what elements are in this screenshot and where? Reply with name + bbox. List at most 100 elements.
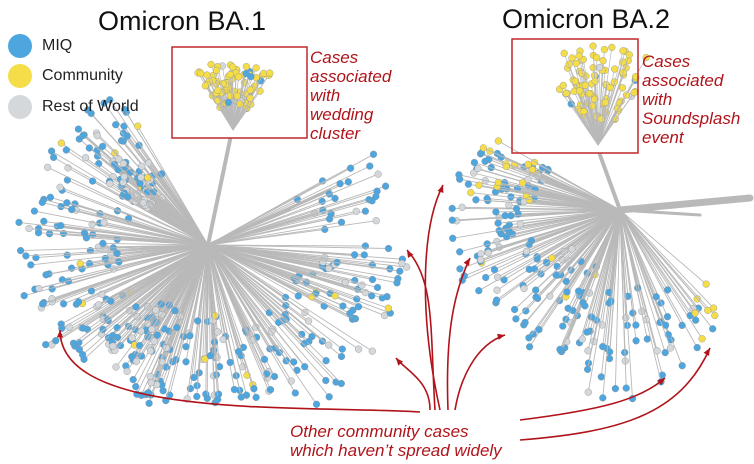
tip-node — [87, 109, 95, 118]
tree-branch — [587, 209, 621, 351]
arrow-head — [657, 378, 665, 386]
tip-node — [134, 122, 142, 130]
annotation-line: which haven’t spread widely — [290, 441, 502, 460]
tip-node — [190, 373, 198, 382]
tree-branch — [92, 180, 209, 246]
tree-branch — [112, 244, 209, 347]
tip-node — [38, 198, 46, 207]
tip-node — [233, 92, 241, 100]
tip-node — [22, 252, 30, 260]
tip-node — [548, 254, 556, 262]
community-swatch — [8, 64, 32, 88]
tip-node — [79, 131, 87, 140]
tree-branch — [532, 169, 621, 211]
tip-node — [207, 60, 215, 69]
tip-node — [678, 362, 686, 370]
tip-node — [396, 267, 404, 275]
tree-branch — [597, 50, 624, 146]
tree-branch — [34, 210, 209, 246]
tree-branch — [112, 244, 209, 336]
tip-node — [56, 183, 64, 191]
tree-branch — [156, 244, 209, 336]
tip-node — [596, 63, 604, 72]
tree-branch — [619, 209, 657, 297]
tree-branch — [161, 244, 209, 386]
tree-branch — [205, 85, 234, 131]
tip-node — [153, 331, 161, 339]
tip-node — [147, 379, 155, 387]
tip-node — [344, 178, 352, 186]
tree-branch — [232, 76, 252, 131]
tip-node — [113, 249, 121, 258]
tip-node — [591, 95, 599, 103]
tip-node — [136, 179, 144, 187]
tree-branch — [584, 85, 599, 146]
tip-node — [691, 309, 699, 317]
tree-branch — [207, 244, 299, 297]
tip-node — [325, 341, 333, 349]
tip-node — [455, 171, 463, 179]
tree-branch — [485, 209, 621, 278]
tip-node — [193, 392, 201, 401]
tip-node — [119, 137, 127, 145]
rest-of-world-swatch — [8, 95, 32, 119]
tip-node — [663, 313, 672, 321]
tip-node — [98, 142, 107, 151]
tip-node — [520, 284, 528, 293]
tip-node — [325, 393, 333, 401]
tip-node — [606, 348, 614, 356]
tree-branch — [207, 244, 317, 405]
tree-branch — [143, 202, 209, 246]
annotation-arrow — [519, 347, 711, 441]
tip-node — [20, 292, 28, 300]
annotation-arrow — [446, 257, 471, 411]
tip-node — [472, 196, 480, 204]
tip-node — [52, 337, 60, 345]
tip-node — [42, 271, 50, 279]
tip-node — [146, 372, 154, 381]
tip-node — [260, 69, 268, 78]
tip-node — [643, 335, 651, 343]
tip-node — [158, 170, 166, 178]
tip-node — [150, 337, 158, 345]
tip-node — [494, 137, 502, 145]
tree-branch — [207, 244, 329, 269]
tree-branch — [619, 209, 707, 285]
tip-node — [182, 358, 190, 366]
tip-node — [552, 271, 560, 279]
tip-node — [69, 339, 78, 347]
tip-node — [652, 293, 660, 301]
tip-node — [25, 224, 33, 233]
tip-node — [709, 325, 717, 333]
tip-node — [226, 92, 234, 100]
tip-node — [246, 86, 254, 94]
tip-node — [467, 189, 475, 197]
tree-branch — [597, 87, 611, 146]
tip-node — [535, 326, 543, 334]
tip-node — [214, 86, 222, 94]
tip-node — [347, 164, 355, 172]
tree-branch — [207, 244, 355, 256]
tree-branch — [207, 244, 219, 332]
tip-node — [608, 43, 616, 52]
tip-node — [95, 160, 103, 168]
tree-branch — [60, 225, 209, 246]
tree-branch — [117, 244, 209, 338]
tip-node — [583, 269, 591, 277]
tip-node — [369, 150, 378, 158]
tip-node — [366, 162, 374, 170]
tip-node — [100, 218, 108, 226]
tree-branch — [510, 209, 621, 217]
tree-branch — [207, 244, 231, 363]
tip-node — [266, 386, 275, 394]
tip-node — [507, 212, 515, 220]
tip-node — [528, 166, 537, 174]
tree-branch — [575, 63, 599, 146]
tip-node — [65, 323, 73, 331]
tree-branch — [207, 244, 255, 389]
tip-node — [34, 229, 43, 237]
tip-node — [386, 265, 394, 273]
annotation-line: associated — [310, 67, 392, 86]
tree-branch — [206, 244, 209, 399]
tip-node — [186, 332, 194, 340]
